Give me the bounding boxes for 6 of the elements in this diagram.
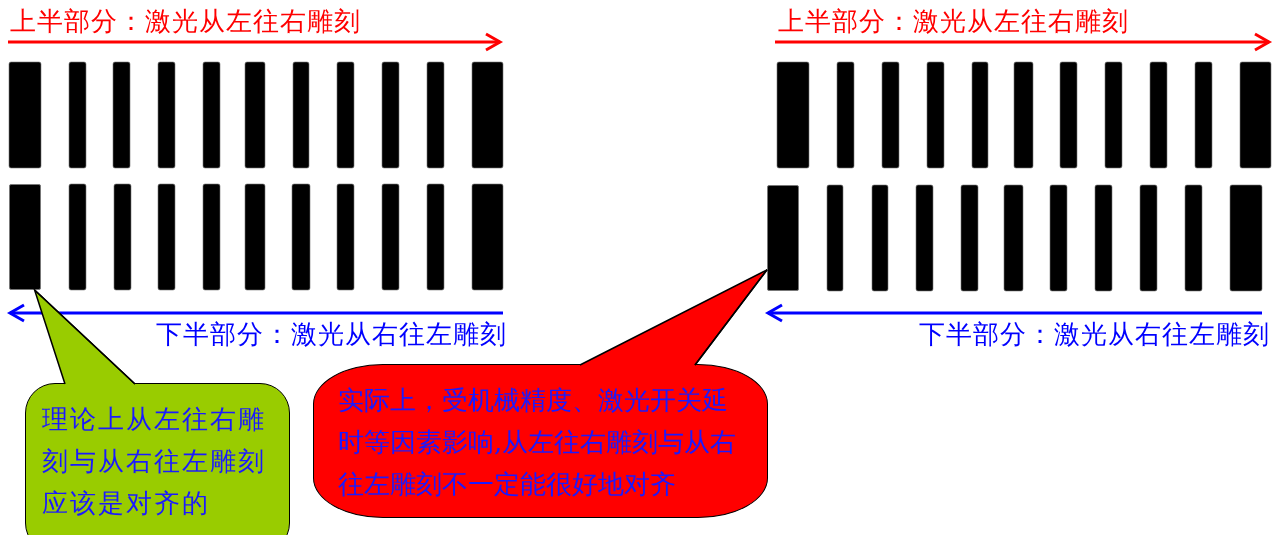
direction-label: 下半部分：激光从右往左雕刻 xyxy=(919,319,1270,349)
engraved-bar xyxy=(767,185,799,291)
direction-label: 上半部分：激光从左往右雕刻 xyxy=(10,6,361,36)
engraved-bar xyxy=(9,184,41,290)
direction-label: 下半部分：激光从右往左雕刻 xyxy=(156,319,507,349)
direction-label: 上半部分：激光从左往右雕刻 xyxy=(778,6,1129,36)
